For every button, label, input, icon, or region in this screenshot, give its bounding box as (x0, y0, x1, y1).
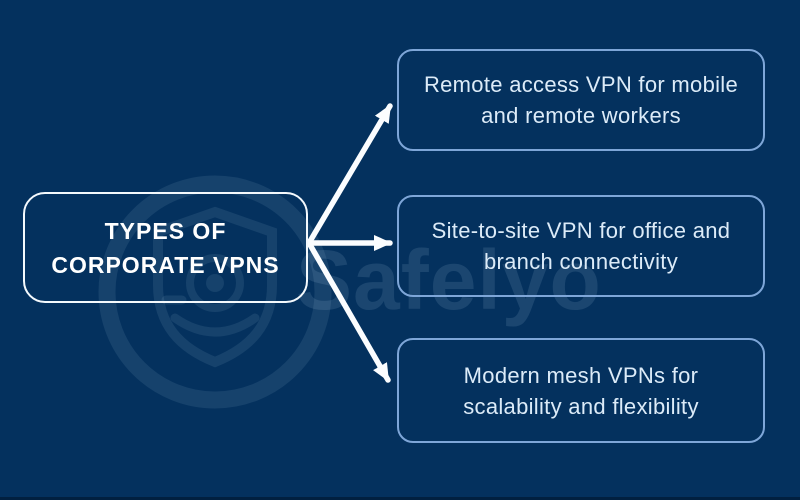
main-topic-line-2: CORPORATE VPNS (51, 251, 280, 278)
branch-node-site-to-site: Site-to-site VPN for office and branch c… (397, 195, 765, 297)
branch-node-remote-access: Remote access VPN for mobile and remote … (397, 49, 765, 151)
branch-label-line: Remote access VPN for mobile (423, 72, 739, 97)
main-topic-line-1: TYPES OF (104, 217, 227, 244)
branch-label-line: Modern mesh VPNs for (463, 362, 699, 388)
branch-node-mesh-vpn: Modern mesh VPNs for scalability and fle… (397, 338, 765, 443)
branch-label-line: and remote workers (481, 103, 681, 128)
branch-label-line: branch connectivity (483, 249, 679, 274)
main-topic-node: TYPES OF CORPORATE VPNS (23, 192, 308, 303)
bottom-edge-strip (0, 497, 800, 500)
branch-label-line: Site-to-site VPN for office and (431, 218, 731, 243)
arrow-to-branch-1 (306, 103, 393, 246)
branch-label-line: scalability and flexibility (463, 393, 699, 419)
arrow-to-branch-3 (306, 240, 391, 383)
